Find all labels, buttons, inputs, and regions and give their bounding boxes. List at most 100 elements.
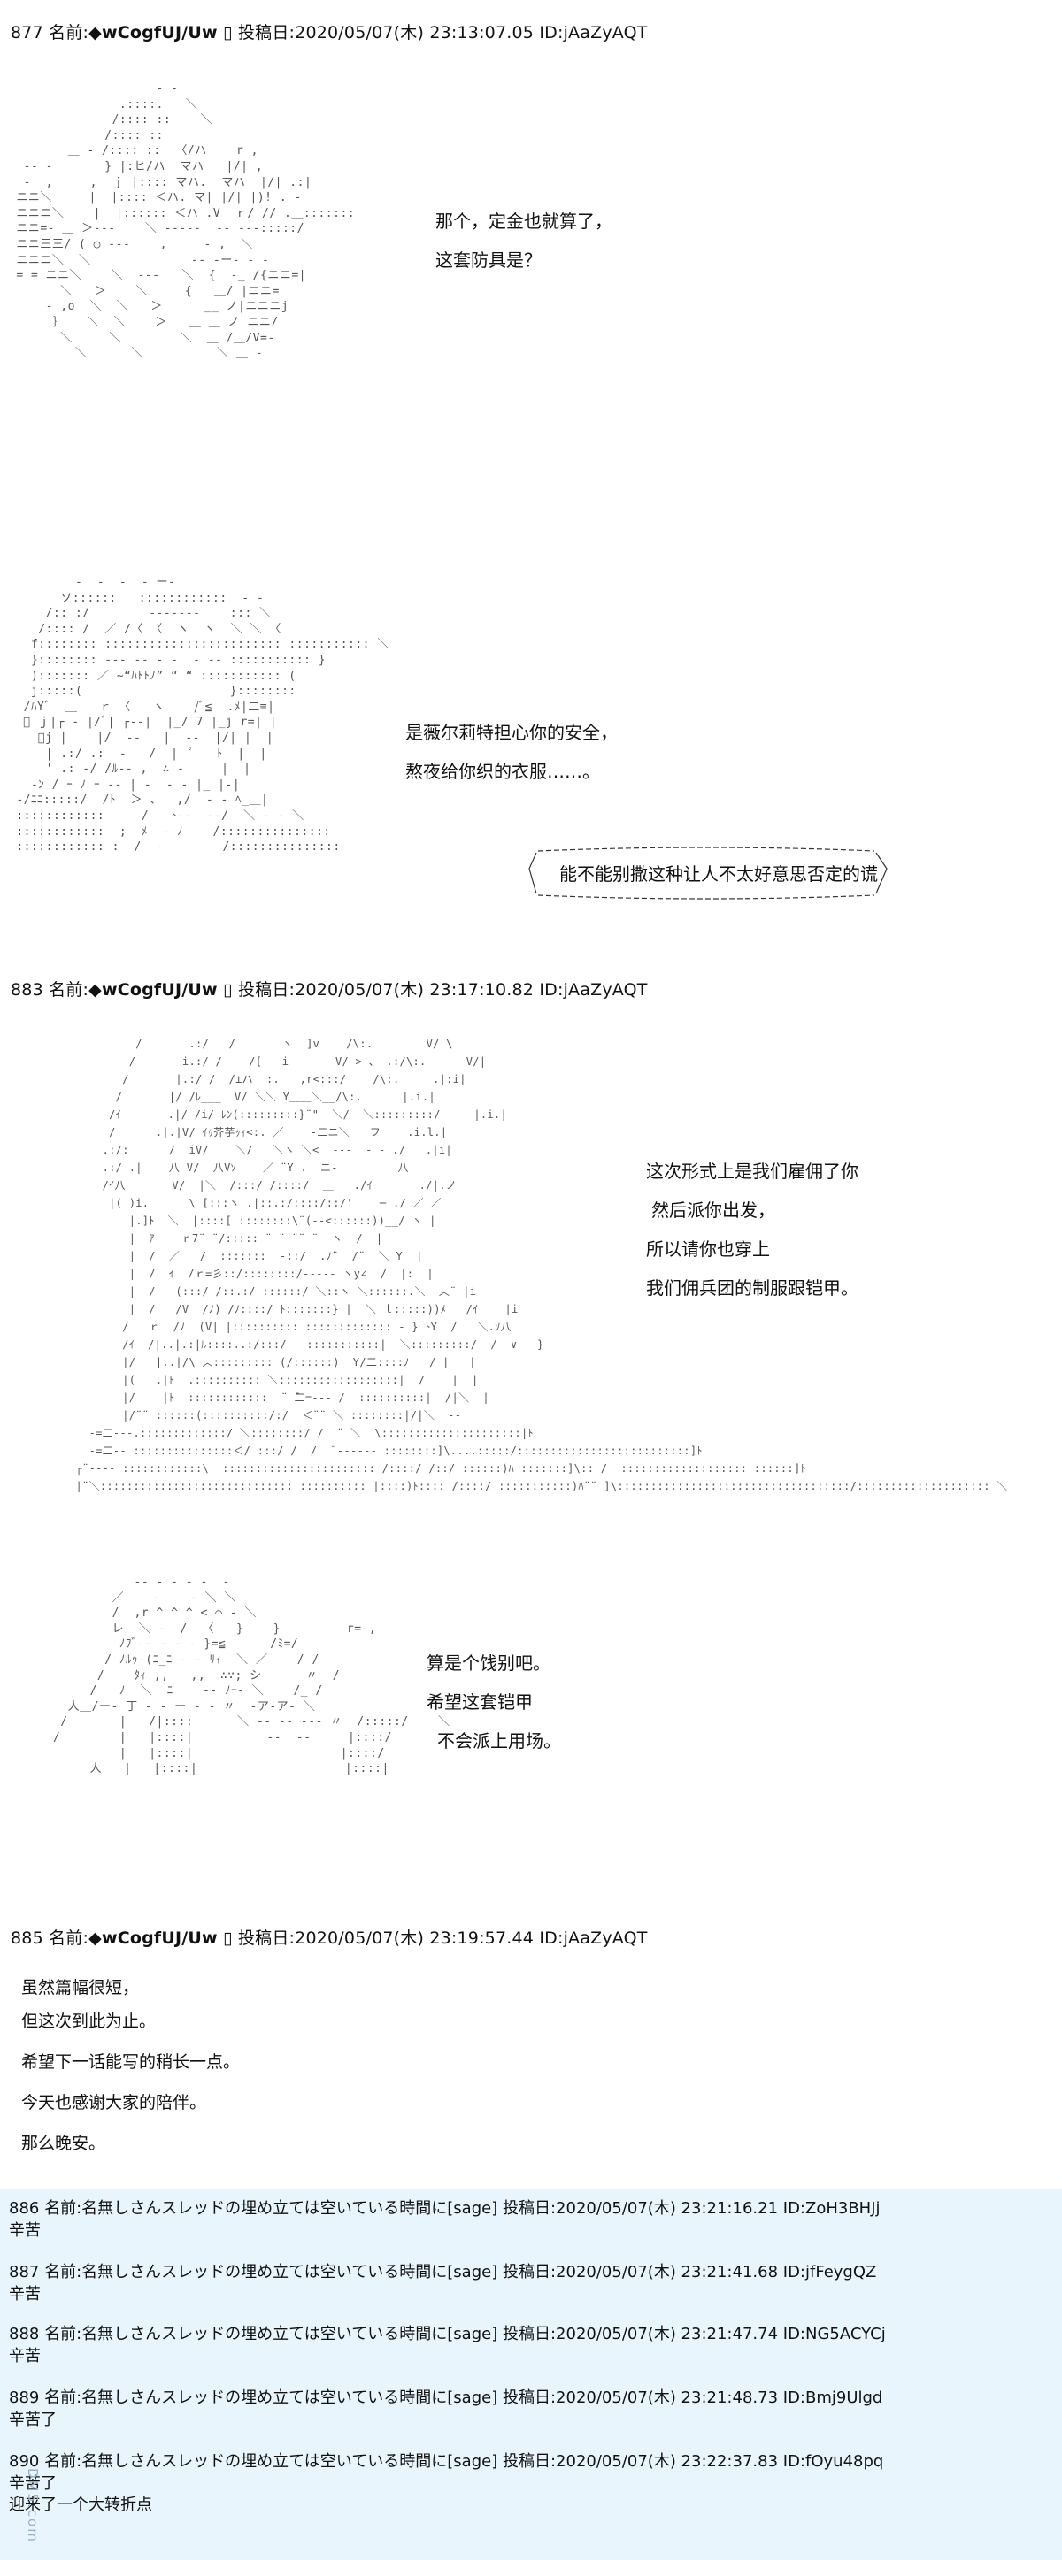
ascii-art-line: ＼ ＞ ＼ { ＿/ |ニニ= [9,284,280,298]
dialog-4: 算是个饯别吧。 希望这套铠甲 不会派上用场。 [427,1644,561,1760]
ascii-art-3: / .:/ / ヽ ]v /\:. V/ \ / i.:/ / /[ i V/ … [69,1035,1008,1495]
ascii-art-line: |/¨¨ ::::::(::::::::::/:/ ＜¨¨ ＼ ::::::::… [69,1409,462,1422]
ascii-art-line: /ｲ .|/ /i/ ﾚﾝ(:::::::::}¨" ＼/ ＼:::::::::… [69,1108,507,1121]
post-id[interactable]: ID:ZoH3BHJj [782,2199,881,2218]
post-number[interactable]: 888 [9,2325,40,2343]
watermark-logo: DM5.com [25,2468,41,2543]
dialog-line: 熬夜给你织的衣服……。 [405,761,600,782]
poster-name: 名無しさんスレッドの埋め立ては空いている時間に [81,2388,448,2407]
sage-tag: [sage] [447,2325,498,2343]
ascii-art-line: | / /V /ﾉ) /ﾉ::::/ ﾄ:::::::} | ＼ ｌ:::::)… [69,1303,519,1315]
ascii-art-line: | ｱ ｒ7¨ ¨/::::: ¨ ¨ ¨¨ ¨ ヽ / | [69,1232,383,1245]
ascii-art-line: ニニ三三/ ( ○ ‐‐‐ , ‐ , ＼ [9,237,253,251]
name-label: 名前: [44,2452,82,2471]
poster-name: 名無しさんスレッドの埋め立ては空いている時間に [81,2199,448,2218]
reply-header: 887 名前:名無しさんスレッドの埋め立ては空いている時間に[sage] 投稿日… [9,2261,876,2284]
ascii-art-line: ｝ ＼ ＼ ＞ ＿ ＿ ノ ニニ/ [9,315,279,329]
dialog-line: 不会派上用场。 [437,1730,561,1752]
ascii-art-line: / |.:/ /__/⊥ハ :. ,r<:::/ /\:. .|:i| [69,1073,466,1085]
body-line: 那么晚安。 [21,2134,106,2153]
post-id[interactable]: ID:jAaZyAQT [539,1928,648,1948]
post-number[interactable]: 885 [11,1928,43,1948]
ascii-art-line: |( .|ﾄ .:::::::::: ＼::::::::::::::::::| … [69,1374,479,1386]
name-label: 名前: [44,2325,82,2343]
name-label: 名前: [49,1928,89,1948]
post-id[interactable]: ID:Bmj9Ulgd [782,2388,883,2407]
date-label: 投稿日: [237,1928,296,1948]
ascii-art-line: / ,r ^ ^ ^ < ⌒ ‐ ＼ [9,1606,257,1621]
dialog-line: 所以请你也穿上 [646,1238,770,1260]
post-id[interactable]: ID:jAaZyAQT [539,23,648,42]
dialog-line: 希望这套铠甲 [427,1691,533,1713]
poster-name: 名無しさんスレッドの埋め立ては空いている時間に [81,2452,448,2471]
post-number[interactable]: 887 [9,2263,40,2281]
ascii-art-line: ‐/ﾆﾆ:::::/ /ﾄ ＞ 、 ,/ ‐ ‐ ﾍ_＿| [9,794,269,808]
post-datetime: 2020/05/07(木) 23:17:10.82 [295,980,535,1000]
ascii-art-line: |( )i. \ [:::ヽ .|::.:/::::/::/' ─ ./ ／ ／ [69,1197,442,1209]
ascii-art-line: :::::::::::: : / ‐ /::::::::::::::: [9,840,341,855]
date-label: 投稿日: [502,2199,557,2218]
ascii-art-line: ＼ ＼ ＼ ＿ ‐ [9,347,264,361]
speech-box-frame-icon [528,847,888,900]
post-id[interactable]: ID:NG5ACYCj [782,2325,886,2343]
ascii-art-line: ニニニ＼ ＼ ＿ ‐‐ ‐ー‐ ‐ ‐ [9,253,270,267]
ascii-art-line: .:/: / iV/ ＼/ ＼ヽ ＼< ‐‐‐ ‐ ‐ ./ .|i| [69,1144,452,1156]
date-label: 投稿日: [502,2325,557,2343]
post-datetime: 2020/05/07(木) 23:22:37.83 [556,2452,779,2471]
ascii-art-line: ‐=二‐‐‐.:::::::::::::/ ＼::::::::/ / ¨ ＼ \… [69,1427,534,1439]
ascii-art-line: :::::::::::: ; ﾒ‐ ‐ ﾉ /::::::::::::::: [9,824,331,839]
reply-message: 迎来了一个大转折点 [9,2496,152,2514]
reply-889: 889 名前:名無しさんスレッドの埋め立ては空いている時間に[sage] 投稿日… [9,2387,882,2431]
separator-icon: ▯ [223,23,233,42]
body-line: 今天也感谢大家的陪伴。 [21,2093,207,2112]
reply-886: 886 名前:名無しさんスレッドの埋め立ては空いている時間に[sage] 投稿日… [9,2197,881,2242]
dialog-line: 算是个饯别吧。 [427,1652,550,1674]
reply-header: 889 名前:名無しさんスレッドの埋め立ては空いている時間に[sage] 投稿日… [9,2387,882,2410]
post-datetime: 2020/05/07(木) 23:21:41.68 [556,2263,779,2281]
ascii-art-line: ‐‐ ‐ ‐ ‐ ‐ ‐ [9,1576,230,1589]
ascii-art-line: / | |::::| ‐‐ ‐‐ |::::/ [9,1730,392,1744]
post-number[interactable]: 877 [11,23,43,42]
reply-message: 辛苦了 [9,2474,57,2493]
post-number[interactable]: 890 [9,2452,40,2471]
post-885-body: 虽然篇幅很短， 但这次到此为止。 希望下一话能写的稍长一点。 今天也感谢大家的陪… [21,1974,240,2164]
post-datetime: 2020/05/07(木) 23:21:48.73 [556,2388,779,2407]
name-label: 名前: [49,23,89,42]
ascii-art-line: :::::::::::: / ﾄ‐‐ ‐‐/ ＼ ‐ ‐ ＼ [9,809,304,823]
post-datetime: 2020/05/07(木) 23:21:47.74 [556,2325,779,2343]
poster-name: 名無しさんスレッドの埋め立ては空いている時間に [81,2263,448,2281]
post-datetime: 2020/05/07(木) 23:19:57.44 [295,1928,535,1948]
reply-header: 886 名前:名無しさんスレッドの埋め立ては空いている時間に[sage] 投稿日… [9,2197,881,2220]
ascii-art-line: /:::: / ／ /〈 〈 ヽ ヽ ＼ ＼ 〈 [9,622,281,636]
ascii-art-line: ‐ ,o ＼ ＼ ＞ ＿ __ ノ|ニニニj [9,300,289,314]
dialog-1: 那个，定金也就算了， 这套防具是？ [435,202,612,280]
date-label: 投稿日: [237,23,296,42]
ascii-art-line: / i.:/ / /[ i V/ >‐、 .:/\:. V/| [69,1055,487,1068]
ascii-art-line: ニニ＼ | |:::: ＜ハ. マ| |/| |)! . ‐ [9,191,302,205]
speech-box-text: 能不能别撒这种让人不太好意思否定的谎 [559,863,878,885]
reply-header: 888 名前:名無しさんスレッドの埋め立ては空いている時間に[sage] 投稿日… [9,2323,886,2346]
ascii-art-line: | .:/ .: ‐ / | ﾟ ﾄ | | [9,747,267,761]
body-line: 但这次到此为止。 [21,2012,157,2031]
sage-tag: [sage] [447,2199,498,2218]
post-number[interactable]: 883 [11,980,43,1000]
body-line: 虽然篇幅很短， [21,1978,140,1997]
post-id[interactable]: ID:jfFeygQZ [782,2263,877,2281]
ascii-art-line: = = ニニ＼ ＼ ‐‐‐ ＼ { ‐_ /{ニニ=| [9,269,306,283]
reply-area: 886 名前:名無しさんスレッドの埋め立ては空いている時間に[sage] 投稿日… [0,2189,1062,2560]
post-id[interactable]: ID:fOyu48pq [782,2452,884,2471]
ascii-art-line: ‐ ‐ [9,82,179,96]
ascii-art-line: |/ |ﾄ :::::::::::: ¨ ̄二=‐‐‐ / ::::::::::… [69,1392,489,1404]
ascii-art-line: ソ:::::: :::::::::::: ‐ ‐ [9,591,265,605]
tripcode: ◆wCogfUJ/Uw [88,980,218,1000]
post-number[interactable]: 886 [9,2199,40,2218]
reply-887: 887 名前:名無しさんスレッドの埋め立ては空いている時間に[sage] 投稿日… [9,2261,876,2305]
ascii-art-line: /ｲ /|..|.:|ﾙ::::..:/:::/ :::::::::::| ＼:… [69,1338,544,1351]
post-number[interactable]: 889 [9,2388,40,2407]
ascii-art-line: |/ |..|/\ ︿::::::::: (/::::::) Y/二::::ﾉ … [69,1356,476,1368]
ascii-art-line: ＿ ‐ /:::: :: 〈/ハ r , [9,144,258,158]
ascii-art-line: | / ／ / ::::::: ‐::/ .ﾉ¨ /¨ ＼ Y | [69,1250,423,1262]
post-id[interactable]: ID:jAaZyAQT [539,980,648,1000]
name-label: 名前: [44,2388,82,2407]
name-label: 名前: [44,2199,82,2218]
